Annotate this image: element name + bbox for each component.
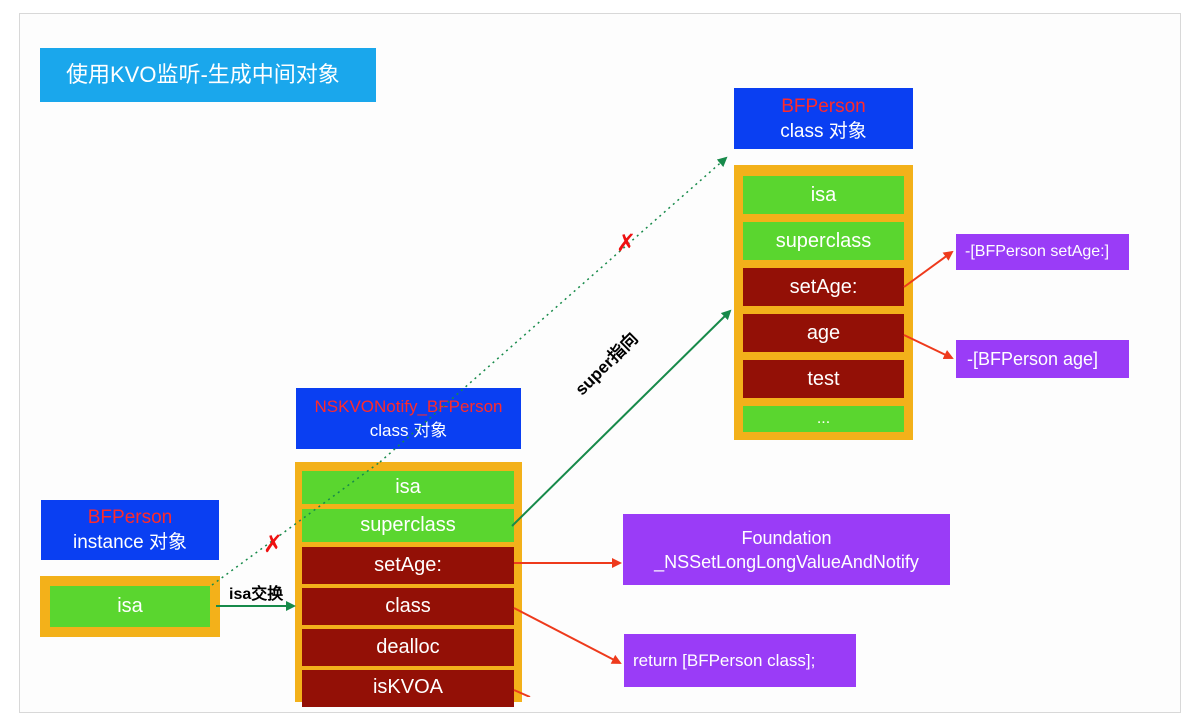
class-impl-arrow (513, 607, 622, 664)
note-foundation-line2: _NSSetLongLongValueAndNotify (654, 551, 919, 572)
notify-class-caption: class 对象 (369, 420, 448, 440)
cross-mark-instance: ✗ (263, 531, 284, 558)
notify-class-name: NSKVONotify_BFPerson (314, 396, 503, 416)
note-age: -[BFPerson age] (956, 340, 1129, 378)
person-row-age: age (743, 314, 904, 352)
instance-caption: instance 对象 (72, 532, 188, 553)
note-set-age: -[BFPerson setAge:] (956, 234, 1129, 270)
instance-class-name: BFPerson (87, 507, 173, 528)
cross-mark-class: ✗ (616, 230, 637, 257)
person-row-isa: isa (743, 176, 904, 214)
notify-row-superclass: superclass (302, 509, 514, 542)
notify-row-isa: isa (302, 471, 514, 504)
notify-row-class: class (302, 588, 514, 625)
person-class-caption: class 对象 (780, 120, 867, 142)
old-isa-dotted-line (211, 461, 381, 586)
super-pointer-arrow (511, 309, 732, 527)
setage-impl-arrow (903, 250, 954, 288)
notify-class-label: NSKVONotify_BFPerson class 对象 (296, 388, 521, 449)
instance-label: BFPerson instance 对象 (41, 500, 219, 560)
person-class-label: BFPerson class 对象 (734, 88, 913, 149)
person-row-superclass: superclass (743, 222, 904, 260)
note-return-class: return [BFPerson class]; (624, 634, 856, 687)
note-foundation-line1: Foundation (741, 527, 832, 548)
page-title: 使用KVO监听-生成中间对象 (40, 48, 376, 102)
notify-row-dealloc: dealloc (302, 629, 514, 666)
age-impl-arrow (903, 334, 954, 360)
person-row-setage: setAge: (743, 268, 904, 306)
notify-row-setage: setAge: (302, 547, 514, 584)
person-row-test: test (743, 360, 904, 398)
isa-swap-label: isa交换 (229, 586, 284, 603)
instance-row-isa: isa (50, 586, 210, 627)
old-class-isa-dotted-line (379, 156, 728, 463)
connector-layer (211, 156, 954, 697)
person-row-ellipsis: ... (743, 406, 904, 432)
person-class-name: BFPerson (781, 95, 866, 117)
note-foundation: Foundation _NSSetLongLongValueAndNotify (623, 514, 950, 585)
diagram-canvas: 使用KVO监听-生成中间对象 BFPerson class 对象 isa sup… (19, 13, 1181, 713)
iskvoa-arrow (513, 689, 531, 697)
